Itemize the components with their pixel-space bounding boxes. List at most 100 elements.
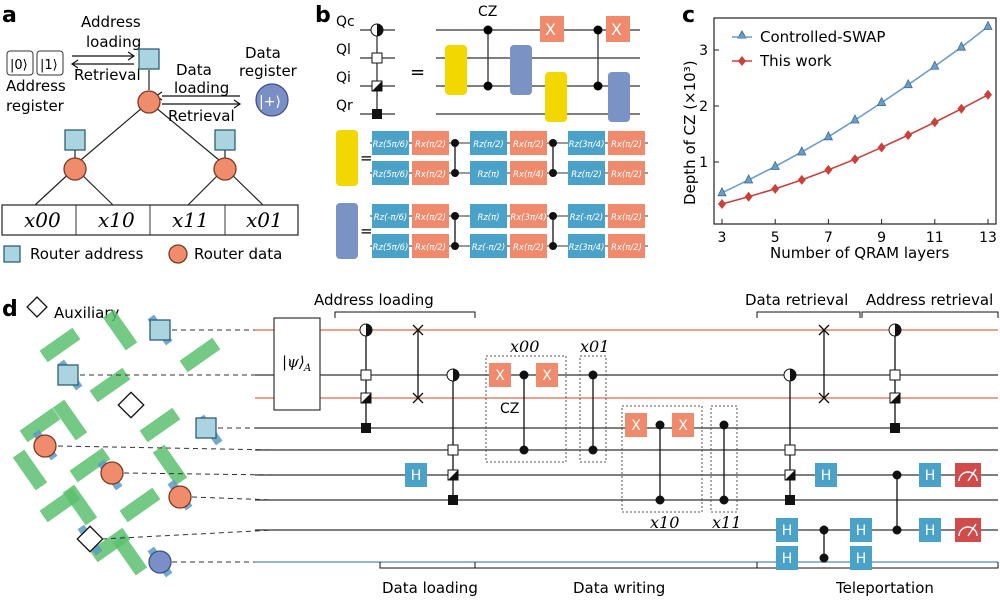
x-gate-label: X [631,418,641,434]
control-dot [593,81,603,91]
legend-controlled-swap: Controlled-SWAP [760,28,885,46]
gate-label: Rx(π/2) [611,213,642,223]
data-loading-label-1: Data [176,61,212,79]
h-gate-label: H [925,468,936,484]
data-register-circle [255,83,289,117]
filled-square-icon [785,495,795,505]
retrieval-label-data: Retrieval [168,107,235,125]
h-gate-label: H [821,468,832,484]
control-dot [892,470,902,480]
control-dot [588,445,598,455]
h-gate [850,546,872,570]
address-loading-label-2: loading [86,33,141,51]
qubit-label-qr: Qr [336,98,353,114]
router-address-square [138,48,160,70]
gate-label: Rz(π) [477,213,499,223]
rz-gate [372,204,409,228]
x-tick-label: 7 [824,230,833,246]
psi-state-box [273,317,321,411]
rx-gate [608,131,645,155]
rx-gate [510,234,547,258]
gate-label: Rz(5π/6) [373,140,409,150]
coupler [179,337,221,373]
control-dot [549,212,557,220]
rx-gate [412,234,449,258]
legend-this-work: This work [759,52,832,70]
memory-cell-x10: x10 [98,208,135,232]
left-wires [360,29,395,115]
measure-needle [967,523,977,537]
equals-sign: = [360,222,373,240]
control-dot [451,242,459,250]
point-controlled-swap [850,114,860,124]
data-register-label-1: Data [245,44,281,62]
legend-square-icon [3,245,21,263]
control-dot [719,420,729,430]
dashed-leader [191,496,275,501]
router-address-node [57,364,79,386]
filled-square-icon [448,495,458,505]
router-data-circle [137,90,161,114]
rx-gate [412,161,449,185]
gate-decompositions: Rz(5π/6)Rx(π/2)Rz(π/2)Rx(π/2)Rz(3π/4)Rx(… [370,131,648,258]
coupler [152,444,188,486]
h-gate-label: H [856,523,867,539]
circuit-wires [255,329,998,563]
point-this-work [718,199,726,209]
control-dot [719,495,729,505]
rz-gate [372,234,409,258]
dashed-leader [101,529,275,540]
cz-label: CZ [478,4,497,20]
point-this-work [930,117,939,128]
h-gate [850,518,872,542]
data-register-node [148,550,172,574]
data-writing-title: Data writing [573,579,665,597]
rx-gate [412,204,449,228]
point-controlled-swap [876,96,887,107]
panel-b: b Qc Ql Qi Qr = CZ [315,3,648,259]
x10-dashed-box [621,405,703,513]
point-controlled-swap [770,160,780,170]
x-tick-label: 5 [771,230,780,246]
gate-label: Rx(π/2) [513,243,544,253]
address-register-label-1: Address [6,77,66,95]
coupler [52,399,88,441]
dashed-leader [123,472,275,476]
point-controlled-swap [930,60,940,70]
teleportation-title: Teleportation [835,579,934,597]
x-tick-label: 13 [979,230,997,246]
swap-cross [818,392,830,404]
h-gate [405,463,427,487]
h-gate [815,463,837,487]
x-gate [672,413,694,437]
coupler [102,309,138,351]
measure-arc [958,526,978,537]
equals-sign: = [410,62,425,83]
gate-label: Rx(π/2) [415,140,446,150]
measure-needle [967,468,977,482]
address-loading-title: Address loading [314,291,434,309]
x-gate-label: X [495,368,505,384]
diag-square-fill [890,393,900,403]
y-tick-label: 3 [699,43,708,59]
legend-router-data: Router data [194,245,282,263]
yellow-block-gate [445,45,467,95]
diag-square-fill [361,393,371,403]
point-controlled-swap [983,20,993,30]
qubit-label-ql: Ql [336,42,351,58]
ket1-box [36,50,64,76]
panel-a-letter: a [2,3,17,28]
data-loading-title: Data loading [382,579,478,597]
control-dot [549,139,557,147]
ket0-text: |0⟩ [10,58,28,73]
h-gate [776,518,798,542]
x10-label: x10 [650,513,679,532]
x-gate-label: X [545,20,556,39]
half-control-fill [377,24,383,36]
gate-label: Rx(3π/4) [510,213,546,223]
rz-gate [470,161,507,185]
measure-gate [955,518,981,542]
gate-label: Rx(π/2) [611,140,642,150]
memory-cell-x11: x11 [172,208,209,232]
